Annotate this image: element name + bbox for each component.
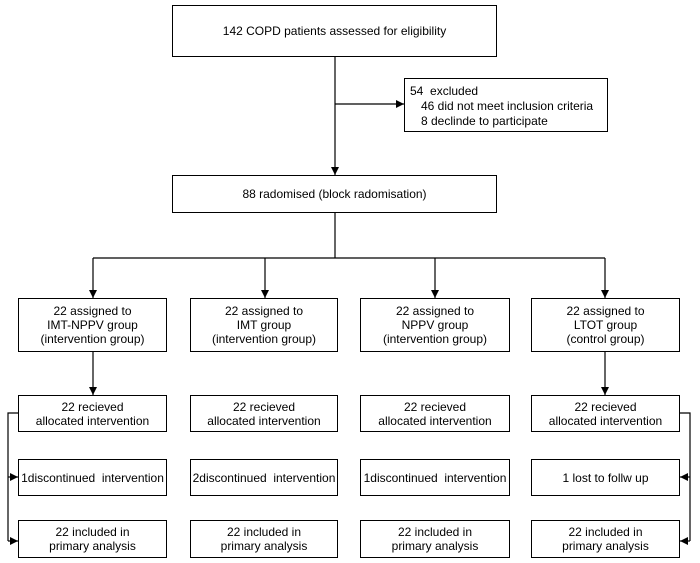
screening-text: 142 COPD patients assessed for eligibili…: [222, 24, 447, 38]
arm-2-received-box: 22 recieved allocated intervention: [190, 395, 338, 432]
arm-3-assigned-box: 22 assigned to NPPV group (intervention …: [360, 298, 510, 352]
received-line: 22 recieved: [232, 399, 296, 414]
assigned-line: 22 assigned to: [395, 304, 475, 318]
followup-text: 2discontinued intervention: [192, 470, 336, 485]
bracket-left: [7, 412, 18, 541]
assigned-line: 22 assigned to: [566, 304, 645, 318]
screening-box: 142 COPD patients assessed for eligibili…: [172, 5, 497, 57]
arm-3-followup-box: 1discontinued intervention: [360, 459, 510, 496]
arm-1-followup-box: 1discontinued intervention: [18, 459, 167, 496]
assigned-line: 22 assigned to: [53, 304, 132, 318]
assigned-line: (intervention group): [40, 332, 145, 346]
arm-2-analysis-box: 22 included in primary analysis: [190, 520, 338, 558]
arm-2-assigned-box: 22 assigned to IMT group (intervention g…: [190, 298, 338, 352]
analysis-line: primary analysis: [49, 539, 136, 553]
followup-text: 1discontinued intervention: [363, 470, 507, 485]
excluded-box: 54 excluded 46 did not meet inclusion cr…: [404, 78, 608, 132]
assigned-line: (intervention group): [211, 332, 317, 346]
arm-4-analysis-box: 22 included in primary analysis: [531, 520, 680, 558]
assigned-line: LTOT group: [573, 318, 638, 332]
arm-1-assigned-box: 22 assigned to IMT-NPPV group (intervent…: [18, 298, 167, 352]
analysis-line: 22 included in: [568, 525, 643, 539]
excluded-reason: 8 declinde to participate: [421, 114, 548, 128]
analysis-line: primary analysis: [562, 539, 649, 553]
assigned-line: IMT-NPPV group: [47, 318, 138, 332]
assigned-line: IMT group: [236, 318, 292, 332]
excluded-title: 54 excluded: [410, 84, 479, 98]
assigned-line: 22 assigned to: [224, 304, 304, 318]
followup-text: 1discontinued intervention: [21, 470, 164, 485]
received-line: allocated intervention: [378, 413, 492, 428]
arm-3-received-box: 22 recieved allocated intervention: [360, 395, 510, 432]
analysis-line: 22 included in: [397, 525, 473, 539]
followup-text: 1 lost to follw up: [562, 470, 649, 485]
arm-4-received-box: 22 recieved allocated intervention: [531, 395, 680, 432]
received-line: 22 recieved: [61, 399, 124, 414]
analysis-line: 22 included in: [226, 525, 302, 539]
arm-1-received-box: 22 recieved allocated intervention: [18, 395, 167, 432]
arm-1-analysis-box: 22 included in primary analysis: [18, 520, 167, 558]
arm-4-assigned-box: 22 assigned to LTOT group (control group…: [531, 298, 680, 352]
received-line: 22 recieved: [574, 399, 637, 414]
arm-2-followup-box: 2discontinued intervention: [190, 459, 338, 496]
bracket-right: [680, 412, 691, 541]
received-line: 22 recieved: [403, 399, 467, 414]
excluded-reason: 46 did not meet inclusion criteria: [421, 99, 594, 113]
analysis-line: primary analysis: [391, 539, 479, 553]
arm-3-analysis-box: 22 included in primary analysis: [360, 520, 510, 558]
assigned-line: NPPV group: [401, 318, 469, 332]
arm-4-followup-box: 1 lost to follw up: [531, 459, 680, 496]
received-line: allocated intervention: [207, 413, 321, 428]
assigned-line: (control group): [566, 332, 645, 346]
received-line: allocated intervention: [35, 413, 150, 428]
assigned-line: (intervention group): [382, 332, 488, 346]
randomised-text: 88 radomised (block radomisation): [242, 187, 427, 201]
received-line: allocated intervention: [548, 413, 663, 428]
analysis-line: 22 included in: [55, 525, 130, 539]
analysis-line: primary analysis: [220, 539, 308, 553]
randomised-box: 88 radomised (block radomisation): [172, 175, 497, 213]
